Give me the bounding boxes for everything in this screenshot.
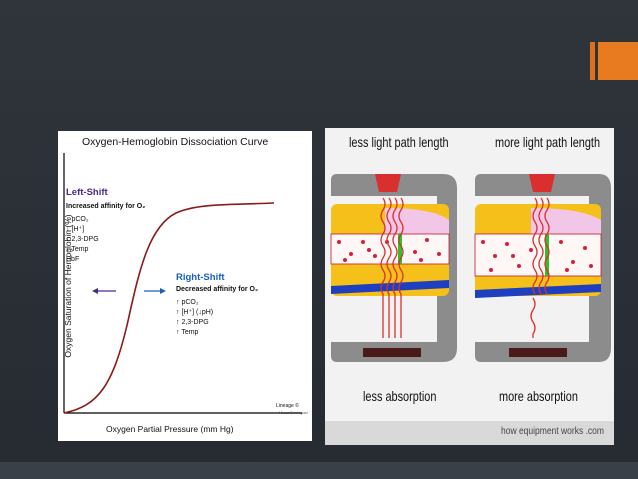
sensor-right (474, 174, 611, 362)
measure-mark-left (398, 234, 402, 264)
left-shift-items: ↓ pCO₂ ↓ [H⁺] ↓ 2,3-DPG ↓ Temp HbF (66, 216, 99, 263)
right-caption: more absorption (499, 388, 578, 404)
sensor-left (330, 174, 457, 362)
sensor-clip-left (331, 174, 457, 362)
vein-left (331, 280, 449, 294)
detector-right (509, 348, 567, 357)
figure-credit: Lineage © (276, 403, 299, 409)
left-shift-subheading: Increased affinity for O₂ (66, 203, 146, 210)
right-shift-subheading: Decreased affinity for O₂ (176, 286, 259, 293)
right-header: more light path length (495, 134, 601, 150)
figure-credit-sub: Moses Dominguez (279, 411, 308, 415)
blood-cells-left (337, 238, 441, 262)
artery-left (330, 233, 450, 265)
right-shift-arrowhead (160, 288, 166, 294)
slide-bottom-strip (0, 462, 638, 479)
accent-bar (590, 42, 595, 80)
vein-right (475, 284, 601, 298)
light-path-credit: how equipment works .com (501, 426, 604, 437)
left-header: less light path length (349, 134, 449, 150)
left-shift-heading: Left-Shift (66, 187, 108, 198)
dissociation-plot (63, 153, 302, 414)
sensor-clip-right (475, 174, 611, 362)
accent-box (598, 42, 638, 80)
led-right (529, 174, 555, 192)
left-shift-arrowhead (92, 288, 98, 294)
light-path-diagram (330, 174, 611, 362)
oxygen-dissociation-figure: Oxygen-Hemoglobin Dissociation Curve Lef… (58, 131, 312, 441)
blood-cells-right (481, 240, 593, 272)
y-axis-label: Oxygen Saturation of Hemoglobin (%) (63, 214, 73, 358)
dissociation-curve (63, 202, 275, 414)
credit-bar (325, 421, 614, 445)
light-waves-left (380, 197, 404, 338)
measure-mark-right (545, 234, 549, 276)
led-left (375, 174, 401, 192)
nail-left (385, 208, 449, 240)
light-path-figure: less light path length more light path l… (325, 128, 614, 445)
right-shift-items: ↑ pCO₂ ↑ [H⁺] (↓pH) ↑ 2,3-DPG ↑ Temp (176, 299, 214, 336)
x-axis-label: Oxygen Partial Pressure (mm Hg) (106, 424, 234, 434)
curve-title: Oxygen-Hemoglobin Dissociation Curve (82, 136, 269, 148)
detector-left (363, 348, 421, 357)
right-shift-heading: Right-Shift (176, 272, 225, 283)
light-waves-right (530, 197, 550, 338)
left-caption: less absorption (363, 388, 437, 404)
